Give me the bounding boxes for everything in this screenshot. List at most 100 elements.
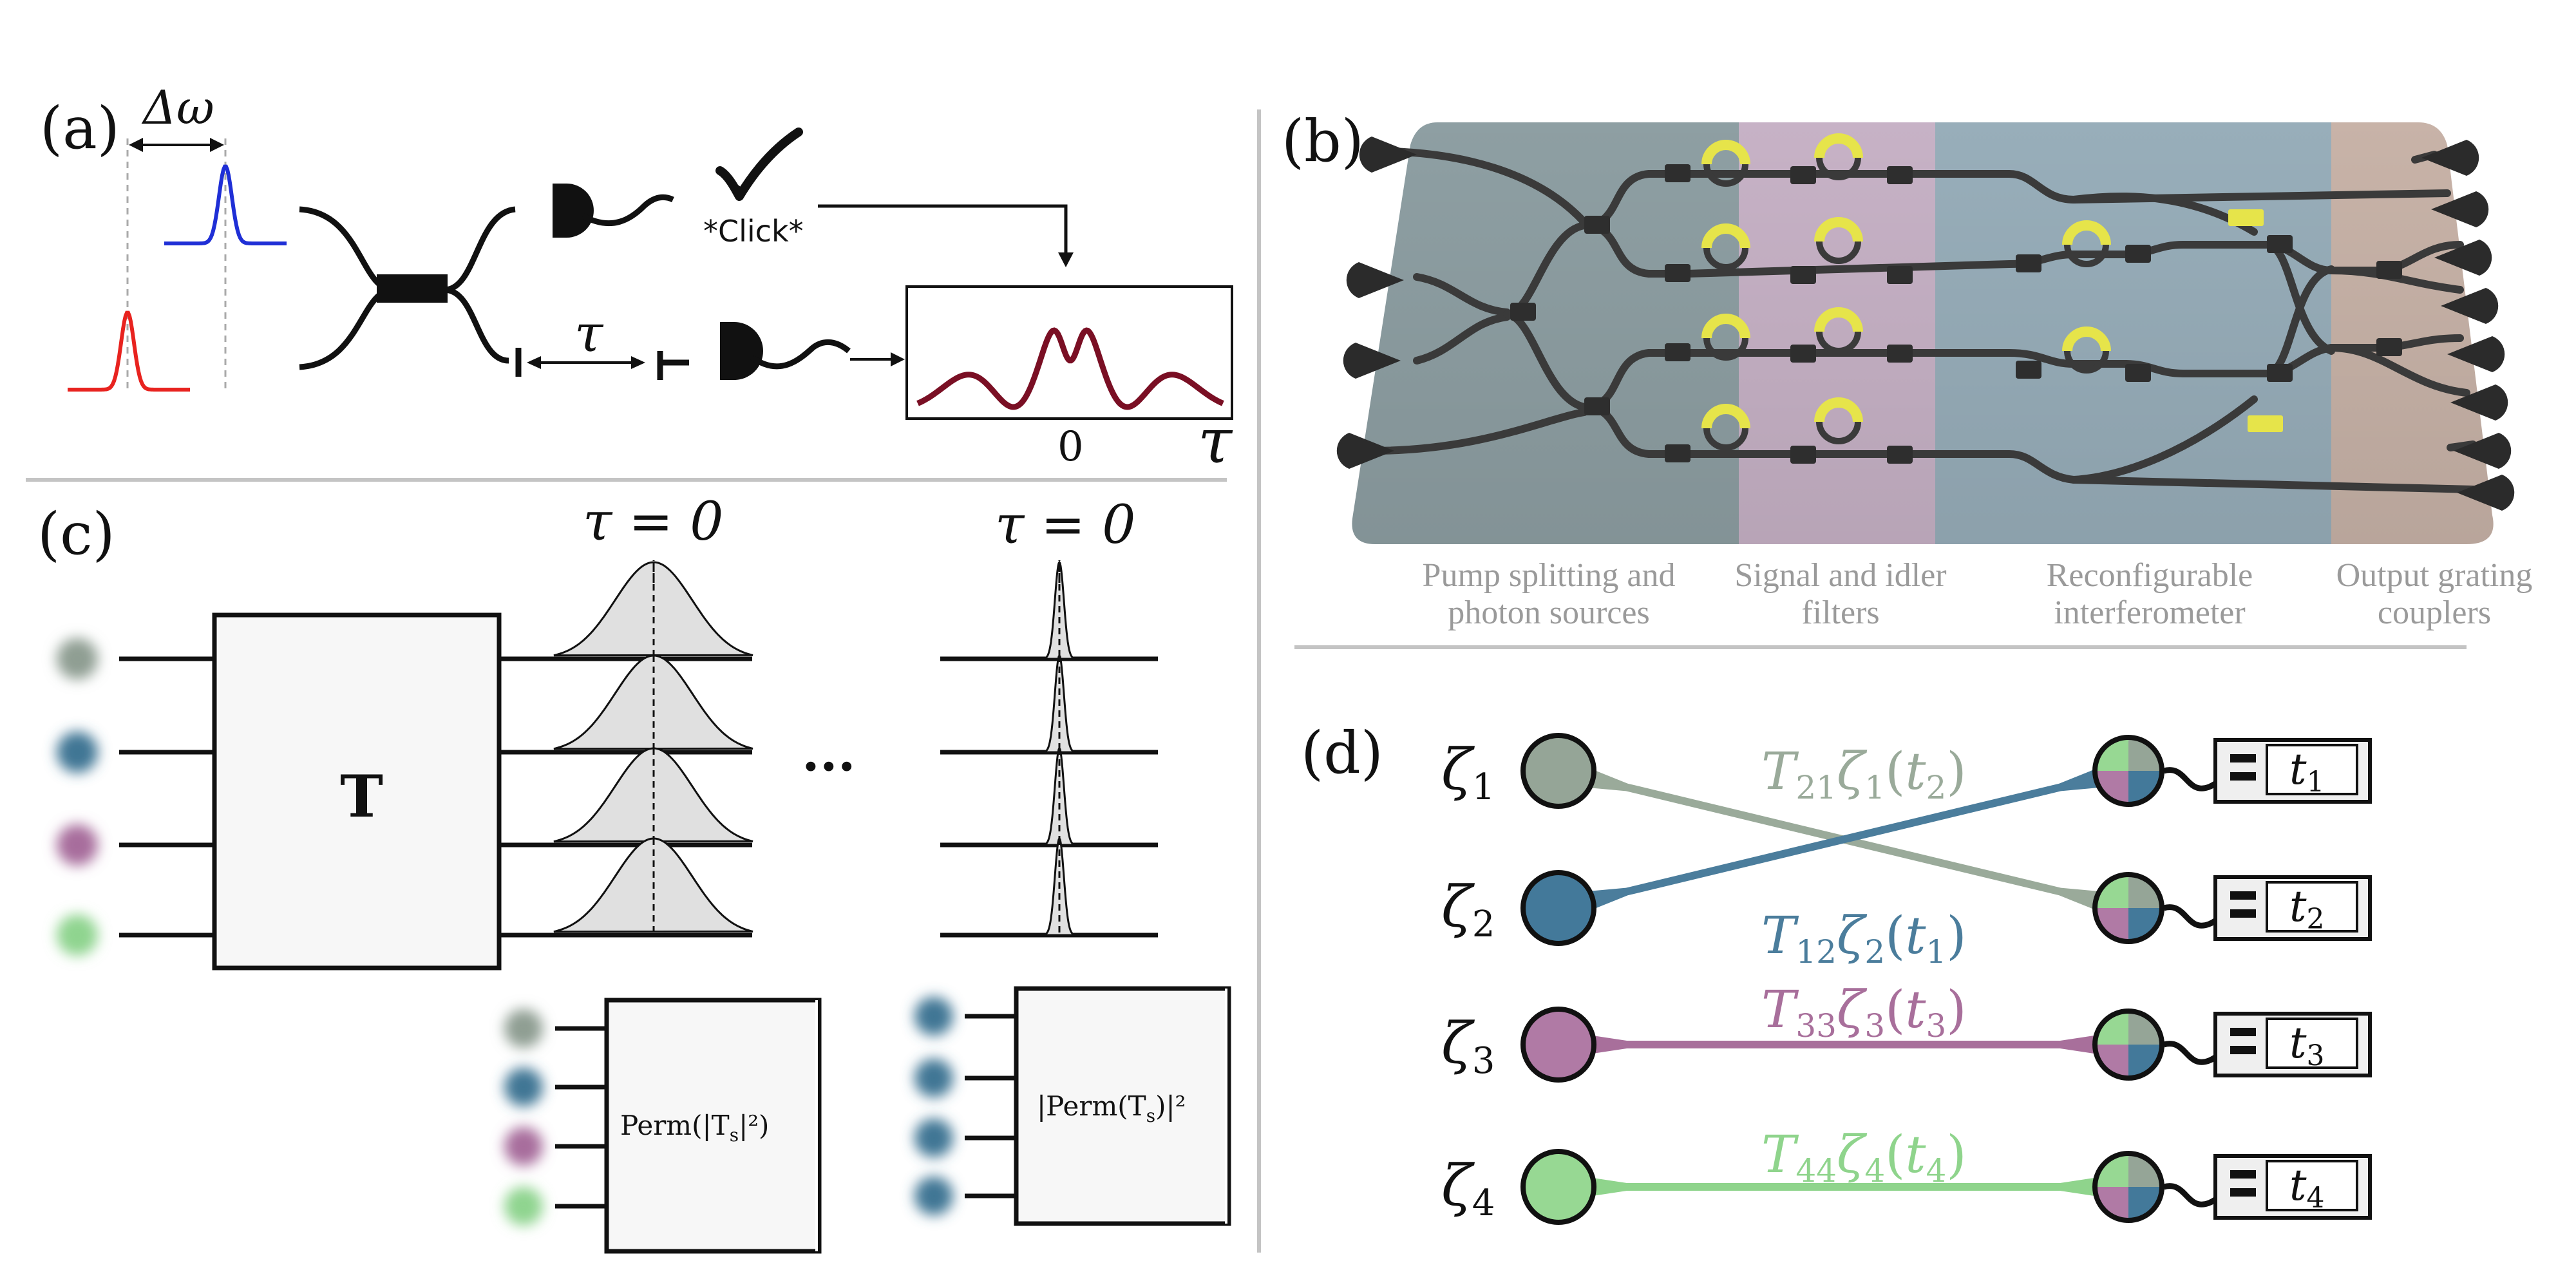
detector-bottom: [720, 322, 763, 380]
time-box: [2266, 881, 2358, 933]
waveguide: [2070, 395, 2258, 484]
directional-coupler: [1790, 345, 1816, 363]
input-photons: [57, 638, 98, 956]
wide-wavepackets: [553, 560, 753, 935]
source-label: ζ4: [1441, 1152, 1495, 1224]
plot-zero-label: 0: [1057, 423, 1084, 471]
heater: [1701, 404, 1750, 429]
directional-coupler: [1584, 397, 1610, 415]
time-box: [2266, 744, 2358, 795]
perm-photon-left: [504, 1187, 543, 1226]
perm-photons: [504, 997, 1016, 1226]
detector-wedge: [2096, 1045, 2128, 1077]
click-label: *Click*: [703, 214, 804, 249]
detector-circle: [2092, 872, 2164, 944]
tagger-mark: [2230, 1188, 2256, 1197]
directional-coupler: [1510, 303, 1536, 321]
phase-shifter-pad: [2248, 415, 2283, 432]
perm-photon-left: [504, 1009, 543, 1048]
directional-coupler: [2016, 361, 2041, 379]
plot-tau-label: τ: [1198, 405, 1233, 477]
region-label-1b: photon sources: [1448, 594, 1649, 631]
input-grating-coupler: [1336, 433, 1394, 469]
region-label-4b: couplers: [2378, 594, 2491, 631]
beam-paths: [1555, 757, 2132, 1201]
heater: [1701, 140, 1750, 165]
directional-coupler: [2125, 364, 2151, 382]
panel-c: (c) τ = 0 τ = 0 T ··· Perm(|Ts|²) |Perm(…: [37, 491, 1231, 1254]
source-circle: [1520, 870, 1596, 946]
perm-formula-left: Perm(|Ts|²): [620, 1110, 769, 1146]
time-label: t1: [2289, 744, 2325, 799]
output-grating-coupler: [2457, 475, 2515, 511]
path-labels: T21ζ1(t2)T12ζ2(t1)T33ζ3(t3)T44ζ4(t4): [1761, 741, 1967, 1189]
directional-coupler: [2267, 235, 2293, 253]
region-label-2b: filters: [1801, 594, 1879, 631]
beam-path: [1555, 757, 2132, 922]
heater: [2062, 220, 2111, 245]
region-label-2a: Signal and idler: [1734, 557, 1946, 594]
heater: [1814, 133, 1863, 158]
waveguide: [1683, 349, 2078, 368]
perm-box-right: [1014, 986, 1231, 1226]
beamsplitter: [377, 274, 448, 303]
click-arrow: [818, 204, 1068, 258]
region-label-3a: Reconfigurable: [2047, 557, 2253, 594]
waveguide-out-top: [444, 206, 516, 293]
detector-circle: [2092, 1151, 2164, 1223]
detector-wedge: [2096, 1012, 2128, 1045]
directional-coupler: [2016, 254, 2041, 272]
waveguide: [1683, 170, 2451, 204]
directional-coupler: [1887, 166, 1913, 184]
waveguide: [1368, 408, 1588, 455]
output-grating-coupler: [2431, 191, 2489, 227]
panel-b-label: (b): [1282, 108, 1364, 175]
perm-photon-right: [914, 1059, 953, 1097]
narrow-wavepackets: [1030, 560, 1088, 936]
arrowhead-right: [210, 138, 224, 152]
detector-wedge: [2096, 876, 2128, 908]
region-labels: Pump splitting and photon sources Signal…: [1423, 557, 2533, 631]
blue-pulse: [164, 164, 287, 245]
perm-photon-right: [914, 997, 953, 1036]
tau-zero-right: τ = 0: [995, 495, 1135, 556]
detector-wedge: [2128, 1045, 2161, 1077]
perm-photon-left: [504, 1127, 543, 1166]
output-grating-coupler: [2421, 140, 2479, 176]
panel-a-label: (a): [40, 95, 120, 162]
source-label: ζ3: [1441, 1010, 1495, 1082]
directional-coupler: [2267, 364, 2293, 382]
matrix-box: [212, 612, 502, 971]
tagger-mark: [2230, 772, 2256, 781]
source-circle: [1520, 1149, 1596, 1225]
detector-wedge: [2128, 771, 2161, 803]
heater: [1814, 397, 1863, 422]
matrix-label: T: [340, 762, 383, 831]
heater: [1814, 217, 1863, 242]
detector-wedge: [2128, 1155, 2161, 1187]
waveguide: [1413, 273, 1511, 316]
detector-circle: [2092, 735, 2164, 807]
directional-coupler: [1665, 343, 1690, 361]
heater: [2062, 327, 2111, 352]
detector-top: [553, 184, 594, 238]
checkmark-icon-stroke: [715, 128, 803, 201]
fiber-bottom: [750, 339, 851, 370]
arrowhead-left: [129, 138, 143, 152]
directional-coupler: [1665, 164, 1690, 182]
directional-coupler: [1584, 216, 1610, 234]
output-grating-coupler: [2441, 288, 2499, 324]
phase-shifter-pad: [2228, 209, 2264, 226]
output-grating-coupler: [2447, 336, 2505, 372]
source-label: ζ1: [1441, 736, 1495, 808]
tagger-mark: [2230, 891, 2256, 900]
source-circle: [1520, 1007, 1596, 1083]
time-label: t2: [2289, 882, 2325, 936]
directional-coupler: [2125, 245, 2151, 263]
waveguide: [2327, 344, 2470, 397]
time-box: [2266, 1018, 2358, 1069]
heater: [1701, 223, 1750, 249]
directional-coupler: [1887, 266, 1913, 284]
